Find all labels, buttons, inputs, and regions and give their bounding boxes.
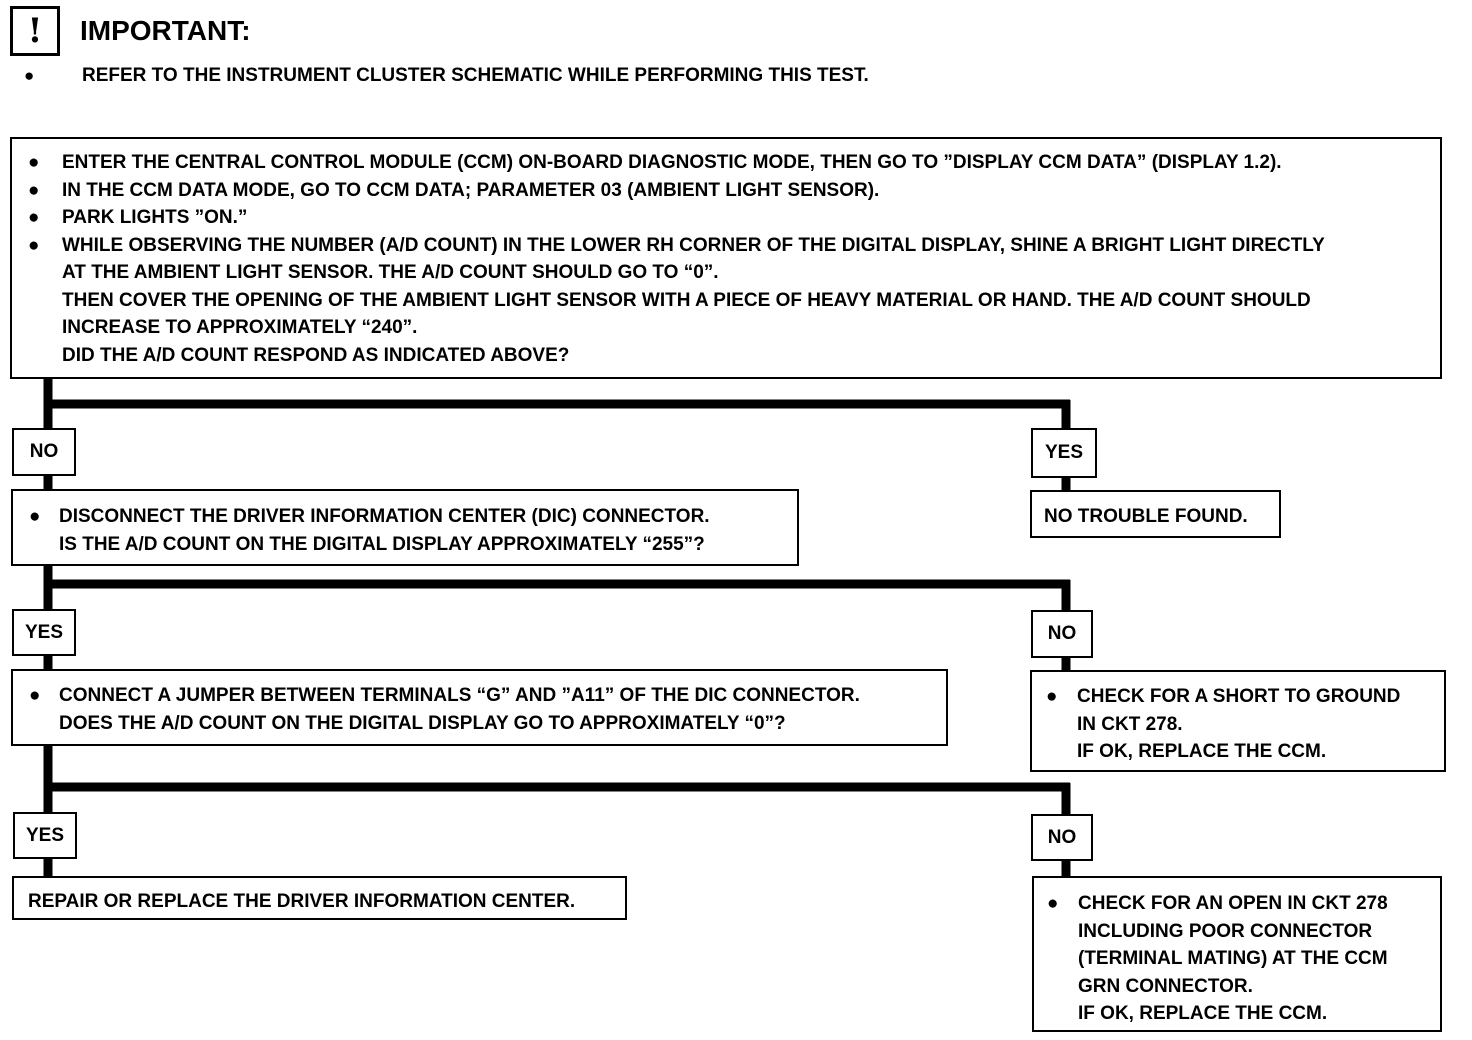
step1-item: ●IN THE CCM DATA MODE, GO TO CCM DATA; P… <box>28 179 880 201</box>
no-trouble-box: NO TROUBLE FOUND. <box>1030 490 1281 538</box>
header-note: REFER TO THE INSTRUMENT CLUSTER SCHEMATI… <box>82 65 869 86</box>
open-circuit-box: ● CHECK FOR AN OPEN IN CKT 278 INCLUDING… <box>1032 876 1442 1032</box>
header-note-bullet: ● <box>24 66 35 85</box>
step1-list: ●ENTER THE CENTRAL CONTROL MODULE (CCM) … <box>20 149 1432 259</box>
important-title: IMPORTANT: <box>80 15 251 46</box>
yes-label-2: YES <box>12 609 76 656</box>
yes-label-1: YES <box>1031 428 1097 478</box>
no-label-2: NO <box>1031 610 1093 658</box>
step2-box: ● DISCONNECT THE DRIVER INFORMATION CENT… <box>11 489 799 566</box>
step3-item: ● CONNECT A JUMPER BETWEEN TERMINALS “G”… <box>29 685 860 706</box>
step3-question: DOES THE A/D COUNT ON THE DIGITAL DISPLA… <box>59 712 786 734</box>
step1-continuation: THEN COVER THE OPENING OF THE AMBIENT LI… <box>62 289 1311 311</box>
open-line: GRN CONNECTOR. <box>1078 975 1253 997</box>
step1-item: ●PARK LIGHTS ”ON.” <box>28 207 248 228</box>
no-label-3: NO <box>1031 814 1093 861</box>
open-item: ● CHECK FOR AN OPEN IN CKT 278 <box>1047 893 1388 914</box>
step1-continuation: INCREASE TO APPROXIMATELY “240”. <box>62 317 418 338</box>
open-line: (TERMINAL MATING) AT THE CCM <box>1078 948 1388 969</box>
short-item: ● CHECK FOR A SHORT TO GROUND <box>1046 686 1401 707</box>
short-line: IN CKT 278. <box>1077 713 1183 735</box>
short-line: IF OK, REPLACE THE CCM. <box>1077 741 1327 762</box>
warning-icon: ! <box>10 6 60 56</box>
short-to-ground-box: ● CHECK FOR A SHORT TO GROUND IN CKT 278… <box>1030 670 1446 772</box>
step1-box: ●ENTER THE CENTRAL CONTROL MODULE (CCM) … <box>10 137 1442 379</box>
open-line: INCLUDING POOR CONNECTOR <box>1078 920 1373 942</box>
yes-label-3: YES <box>13 812 77 859</box>
no-label-1: NO <box>12 428 76 476</box>
open-line: IF OK, REPLACE THE CCM. <box>1078 1003 1328 1024</box>
step2-item: ● DISCONNECT THE DRIVER INFORMATION CENT… <box>29 506 710 527</box>
exclamation-glyph: ! <box>27 11 43 51</box>
step1-question: DID THE A/D COUNT RESPOND AS INDICATED A… <box>62 344 570 366</box>
step1-continuation: AT THE AMBIENT LIGHT SENSOR. THE A/D COU… <box>62 262 719 283</box>
step3-box: ● CONNECT A JUMPER BETWEEN TERMINALS “G”… <box>11 669 948 746</box>
step2-question: IS THE A/D COUNT ON THE DIGITAL DISPLAY … <box>59 533 705 555</box>
repair-box: REPAIR OR REPLACE THE DRIVER INFORMATION… <box>12 876 627 920</box>
step1-item: ●WHILE OBSERVING THE NUMBER (A/D COUNT) … <box>28 234 1325 256</box>
step1-item: ●ENTER THE CENTRAL CONTROL MODULE (CCM) … <box>28 152 1282 173</box>
